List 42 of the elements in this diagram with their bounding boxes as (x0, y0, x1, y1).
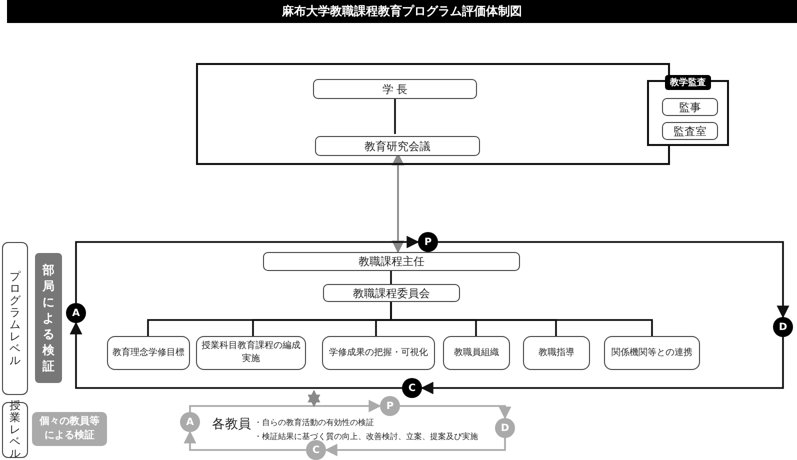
role-box: 教職課程主任 (263, 252, 520, 271)
member-heading: 各教員 (212, 416, 251, 433)
office-box: 監査室 (662, 122, 718, 140)
group-frame (196, 63, 670, 165)
arrow (400, 405, 512, 420)
bullet-text: ・自らの教育活動の有効性の検証 (254, 417, 374, 428)
arrow (438, 241, 790, 318)
committee-box: 教職課程委員会 (323, 284, 460, 302)
title-bar: 麻布大学教職課程教育プログラム評価体制図 (7, 0, 797, 23)
item-box: 関係機関等との連携 (604, 336, 700, 370)
arrow (184, 430, 306, 451)
council-box: 教育研究会議 (315, 136, 480, 156)
connector-line (394, 97, 396, 134)
arrow (75, 236, 420, 303)
cycle-marker: C (402, 378, 422, 398)
arrow (308, 390, 320, 408)
item-box: 授業科目教育課程の編成実施 (196, 336, 306, 370)
level-label: プログラムレベル (2, 242, 28, 395)
item-box: 教職指導 (523, 336, 590, 370)
level-label: 授業レベル (2, 402, 28, 458)
item-box: 学修成果の把握・可視化 (322, 336, 435, 370)
cycle-marker: P (418, 232, 438, 252)
cycle-marker: P (380, 396, 400, 416)
cycle-marker: A (180, 412, 200, 432)
arrow (189, 400, 382, 412)
cycle-marker: D (495, 418, 515, 438)
bullet-text: ・検証結果に基づく質の向上、改善検討、立案、提案及び実施 (254, 431, 478, 442)
arrow (420, 337, 784, 394)
role-box: 監事 (662, 98, 718, 116)
arrow (70, 322, 402, 389)
cycle-marker: D (773, 317, 793, 337)
connector-line (390, 302, 653, 336)
verification-label: 部局による検証 (35, 253, 62, 383)
cycle-marker: A (66, 303, 86, 323)
item-box: 教職員組織 (443, 336, 510, 370)
arrow (324, 438, 506, 456)
box-heading: 教学監査 (665, 75, 711, 90)
connector-line (390, 271, 392, 284)
item-box: 教育理念学修目標 (107, 336, 190, 370)
role-box: 学 長 (313, 79, 477, 99)
cycle-marker: C (306, 440, 326, 460)
verification-label: 個々の教員等による検証 (32, 412, 107, 446)
